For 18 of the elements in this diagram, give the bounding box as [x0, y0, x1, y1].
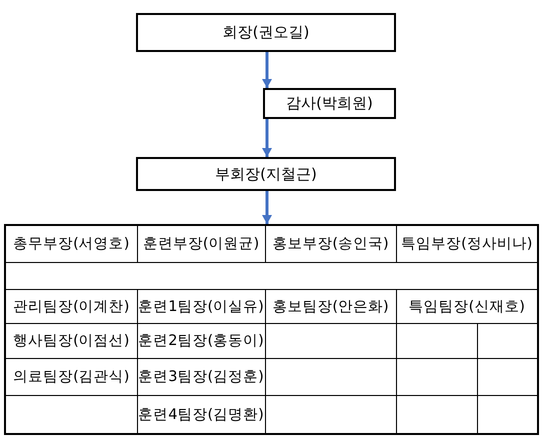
arrow: [262, 119, 272, 157]
table-cell: 행사팀장(이점선): [5, 323, 137, 358]
arrow: [262, 191, 272, 224]
org-table: [4, 224, 540, 435]
table-cell: 훈련3팀장(김정훈): [137, 358, 265, 395]
arrow: [262, 52, 272, 88]
table-cell: 의료팀장(김관식): [5, 358, 137, 395]
position-box: 감사(박희원): [263, 88, 396, 119]
table-cell: 훈련1팀장(이실유): [137, 289, 265, 323]
table-cell: 총무부장(서영호): [5, 225, 137, 262]
table-cell: 관리팀장(이계찬): [5, 289, 137, 323]
position-box: 회장(권오길): [136, 13, 396, 52]
table-cell: 홍보부장(송인국): [265, 225, 396, 262]
table-cell: 훈련2팀장(홍동이): [137, 323, 265, 358]
table-cell: 홍보팀장(안은화): [265, 289, 396, 323]
table-cell: 훈련4팀장(김명환): [137, 395, 265, 434]
position-box: 부회장(지철근): [136, 157, 396, 191]
table-cell: 훈련부장(이원균): [137, 225, 265, 262]
